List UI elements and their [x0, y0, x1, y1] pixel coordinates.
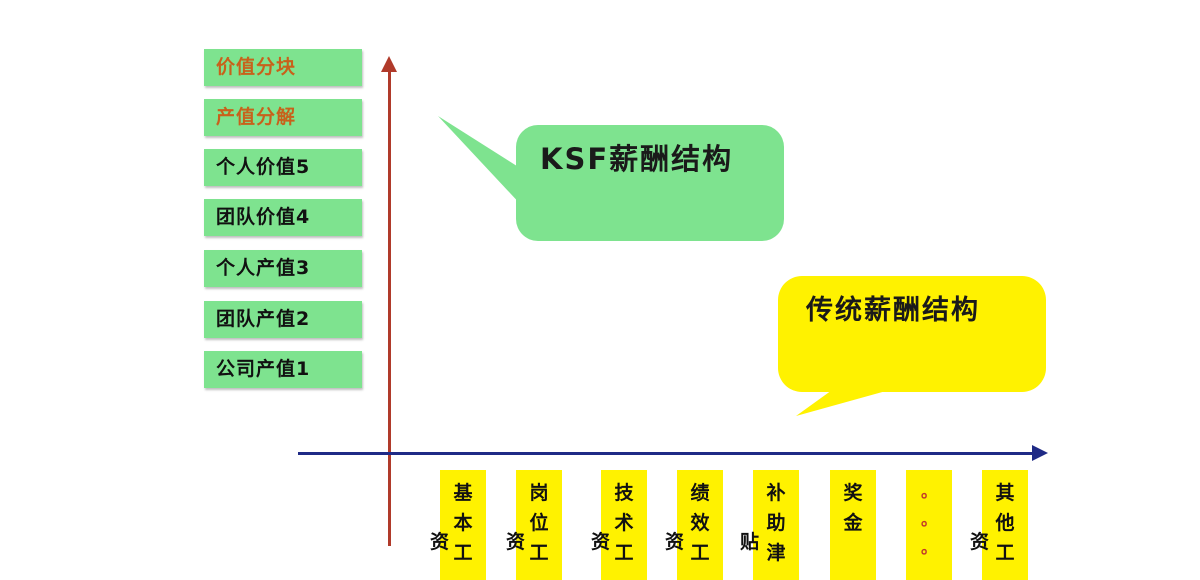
- y-axis-arrow: [381, 56, 397, 72]
- component-label-basic: 基本工: [453, 482, 473, 564]
- value-box-5: 个人产值3: [204, 250, 362, 287]
- component-side-allowance: 贴: [740, 531, 760, 553]
- component-column-position: [516, 470, 562, 580]
- component-label-performance: 绩效工: [690, 482, 710, 564]
- traditional-callout-bubble: [778, 276, 1046, 416]
- traditional-callout-text: 传统薪酬结构: [806, 295, 980, 326]
- component-column-etc: [906, 470, 952, 580]
- component-column-performance: [677, 470, 723, 580]
- component-side-position: 资: [506, 531, 526, 553]
- component-column-bonus: [830, 470, 876, 580]
- value-box-3: 个人价值5: [204, 149, 362, 186]
- value-box-6: 团队产值2: [204, 301, 362, 338]
- component-column-other: [982, 470, 1028, 580]
- component-column-allowance: [753, 470, 799, 580]
- value-box-4: 团队价值4: [204, 199, 362, 236]
- component-label-skill: 技术工: [614, 482, 634, 564]
- component-column-basic: [440, 470, 486, 580]
- component-side-basic: 资: [430, 531, 450, 553]
- component-side-other: 资: [970, 531, 990, 553]
- component-column-skill: [601, 470, 647, 580]
- component-label-allowance: 补助津: [766, 482, 786, 564]
- component-side-performance: 资: [665, 531, 685, 553]
- x-axis-arrow: [1032, 445, 1048, 461]
- component-label-etc: 。。。: [920, 482, 937, 557]
- value-box-7: 公司产值1: [204, 351, 362, 388]
- value-box-2: 产值分解: [204, 99, 362, 136]
- component-label-other: 其他工: [995, 482, 1015, 564]
- x-axis: [298, 452, 1036, 455]
- value-box-1: 价值分块: [204, 49, 362, 86]
- ksf-callout-text: KSF薪酬结构: [540, 142, 734, 176]
- component-label-position: 岗位工: [529, 482, 549, 564]
- y-axis: [388, 70, 391, 546]
- component-label-bonus: 奖金: [843, 482, 863, 534]
- component-side-skill: 资: [591, 531, 611, 553]
- ksf-callout-bubble: [438, 116, 784, 241]
